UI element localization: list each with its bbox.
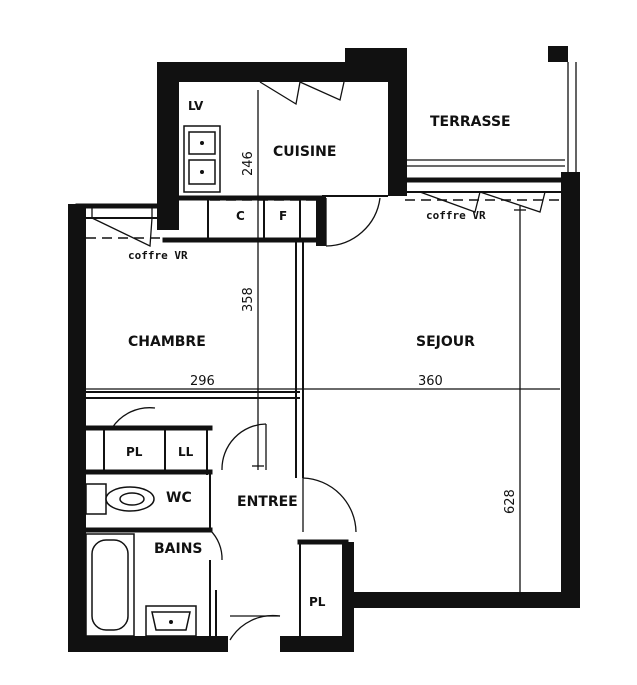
label-entree: ENTREE bbox=[237, 494, 298, 510]
label-pl-top: PL bbox=[126, 445, 143, 459]
label-cuisine: CUISINE bbox=[273, 144, 336, 160]
note-coffre-vr-sejour: coffre VR bbox=[426, 209, 486, 222]
dim-chambre-depth: 358 bbox=[241, 287, 256, 312]
dim-cuisine-width: 246 bbox=[241, 151, 256, 176]
label-chambre: CHAMBRE bbox=[128, 334, 206, 350]
note-coffre-vr-chambre: coffre VR bbox=[128, 249, 188, 262]
dimension-lines bbox=[86, 90, 560, 596]
dim-sejour-depth: 628 bbox=[503, 489, 518, 514]
room-labels: TERRASSE CUISINE CHAMBRE SEJOUR ENTREE W… bbox=[128, 114, 511, 557]
sink bbox=[183, 125, 221, 193]
fixture-labels: LV C F PL LL PL bbox=[126, 99, 326, 609]
label-terrasse: TERRASSE bbox=[430, 114, 511, 130]
label-wc: WC bbox=[166, 490, 192, 506]
label-lv: LV bbox=[188, 99, 204, 113]
label-ll: LL bbox=[178, 445, 194, 459]
label-bains: BAINS bbox=[154, 541, 203, 557]
outer-walls bbox=[75, 62, 577, 219]
label-sejour: SEJOUR bbox=[416, 334, 475, 350]
structural-walls bbox=[68, 46, 580, 652]
label-f: F bbox=[279, 209, 287, 223]
dim-sejour-width: 360 bbox=[418, 374, 443, 389]
dim-chambre-width: 296 bbox=[190, 374, 215, 389]
dimension-labels: 246 358 296 360 628 bbox=[190, 151, 518, 514]
notes: coffre VR coffre VR bbox=[128, 209, 486, 262]
bathtub bbox=[85, 533, 135, 637]
partitions bbox=[83, 195, 388, 640]
washbasin bbox=[145, 605, 197, 637]
toilet bbox=[85, 483, 155, 515]
label-c: C bbox=[236, 209, 245, 223]
doors bbox=[91, 81, 546, 641]
shutter-box-lines bbox=[86, 199, 560, 239]
label-pl-bottom: PL bbox=[309, 595, 326, 609]
